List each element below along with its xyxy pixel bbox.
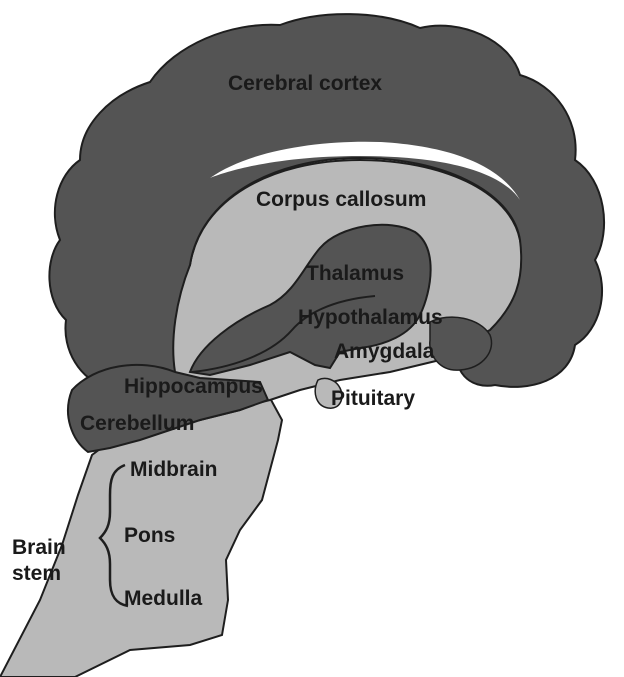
label-pons: Pons (124, 524, 175, 547)
label-pituitary: Pituitary (331, 387, 415, 410)
label-cerebral-cortex: Cerebral cortex (228, 72, 382, 95)
label-amygdala: Amygdala (334, 340, 435, 363)
label-corpus-callosum: Corpus callosum (256, 188, 426, 211)
label-midbrain: Midbrain (130, 458, 218, 481)
label-medulla: Medulla (124, 587, 202, 610)
label-brain-stem-line1: Brain (12, 536, 66, 559)
label-hypothalamus: Hypothalamus (298, 306, 443, 329)
label-cerebellum: Cerebellum (80, 412, 194, 435)
label-thalamus: Thalamus (306, 262, 404, 285)
label-brain-stem-line2: stem (12, 562, 61, 585)
label-hippocampus: Hippocampus (124, 375, 263, 398)
